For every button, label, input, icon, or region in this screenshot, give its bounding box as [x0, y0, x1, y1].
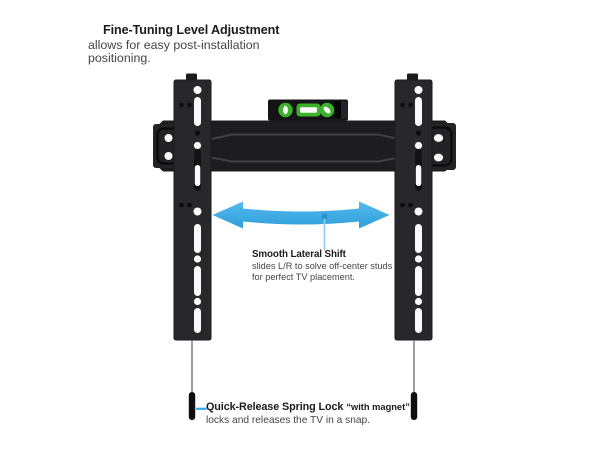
- callout-spring-lock-note: “with magnet”: [346, 402, 410, 412]
- callout-lateral-shift-body: slides L/R to solve off-center studs for…: [252, 261, 393, 282]
- callout-spring-lock: Quick-Release Spring Lock“with magnet” l…: [206, 401, 466, 427]
- left-rail: [173, 73, 212, 341]
- callout-spring-lock-heading: Quick-Release Spring Lock“with magnet”: [206, 401, 466, 415]
- callout-lateral-shift-title: Smooth Lateral Shift: [252, 249, 346, 260]
- arrow-center-dot: [321, 213, 328, 219]
- callout-fine-tuning-body: allows for easy post-installation positi…: [88, 37, 260, 66]
- pull-cord-left: [188, 340, 196, 420]
- callout-fine-tuning-title: Fine-Tuning Level Adjustment: [103, 23, 280, 37]
- right-rail: [394, 73, 433, 341]
- bubble-level-icon: [268, 99, 348, 121]
- lateral-shift-arrow-icon: [212, 201, 390, 250]
- pull-cord-right: [410, 340, 418, 420]
- callout-spring-lock-body: locks and releases the TV in a snap.: [206, 414, 371, 426]
- callout-fine-tuning: Fine-Tuning Level Adjustment allows for …: [88, 23, 298, 66]
- callout-spring-lock-title: Quick-Release Spring Lock: [206, 401, 344, 413]
- callout-lateral-shift: Smooth Lateral Shift slides L/R to solve…: [252, 249, 402, 282]
